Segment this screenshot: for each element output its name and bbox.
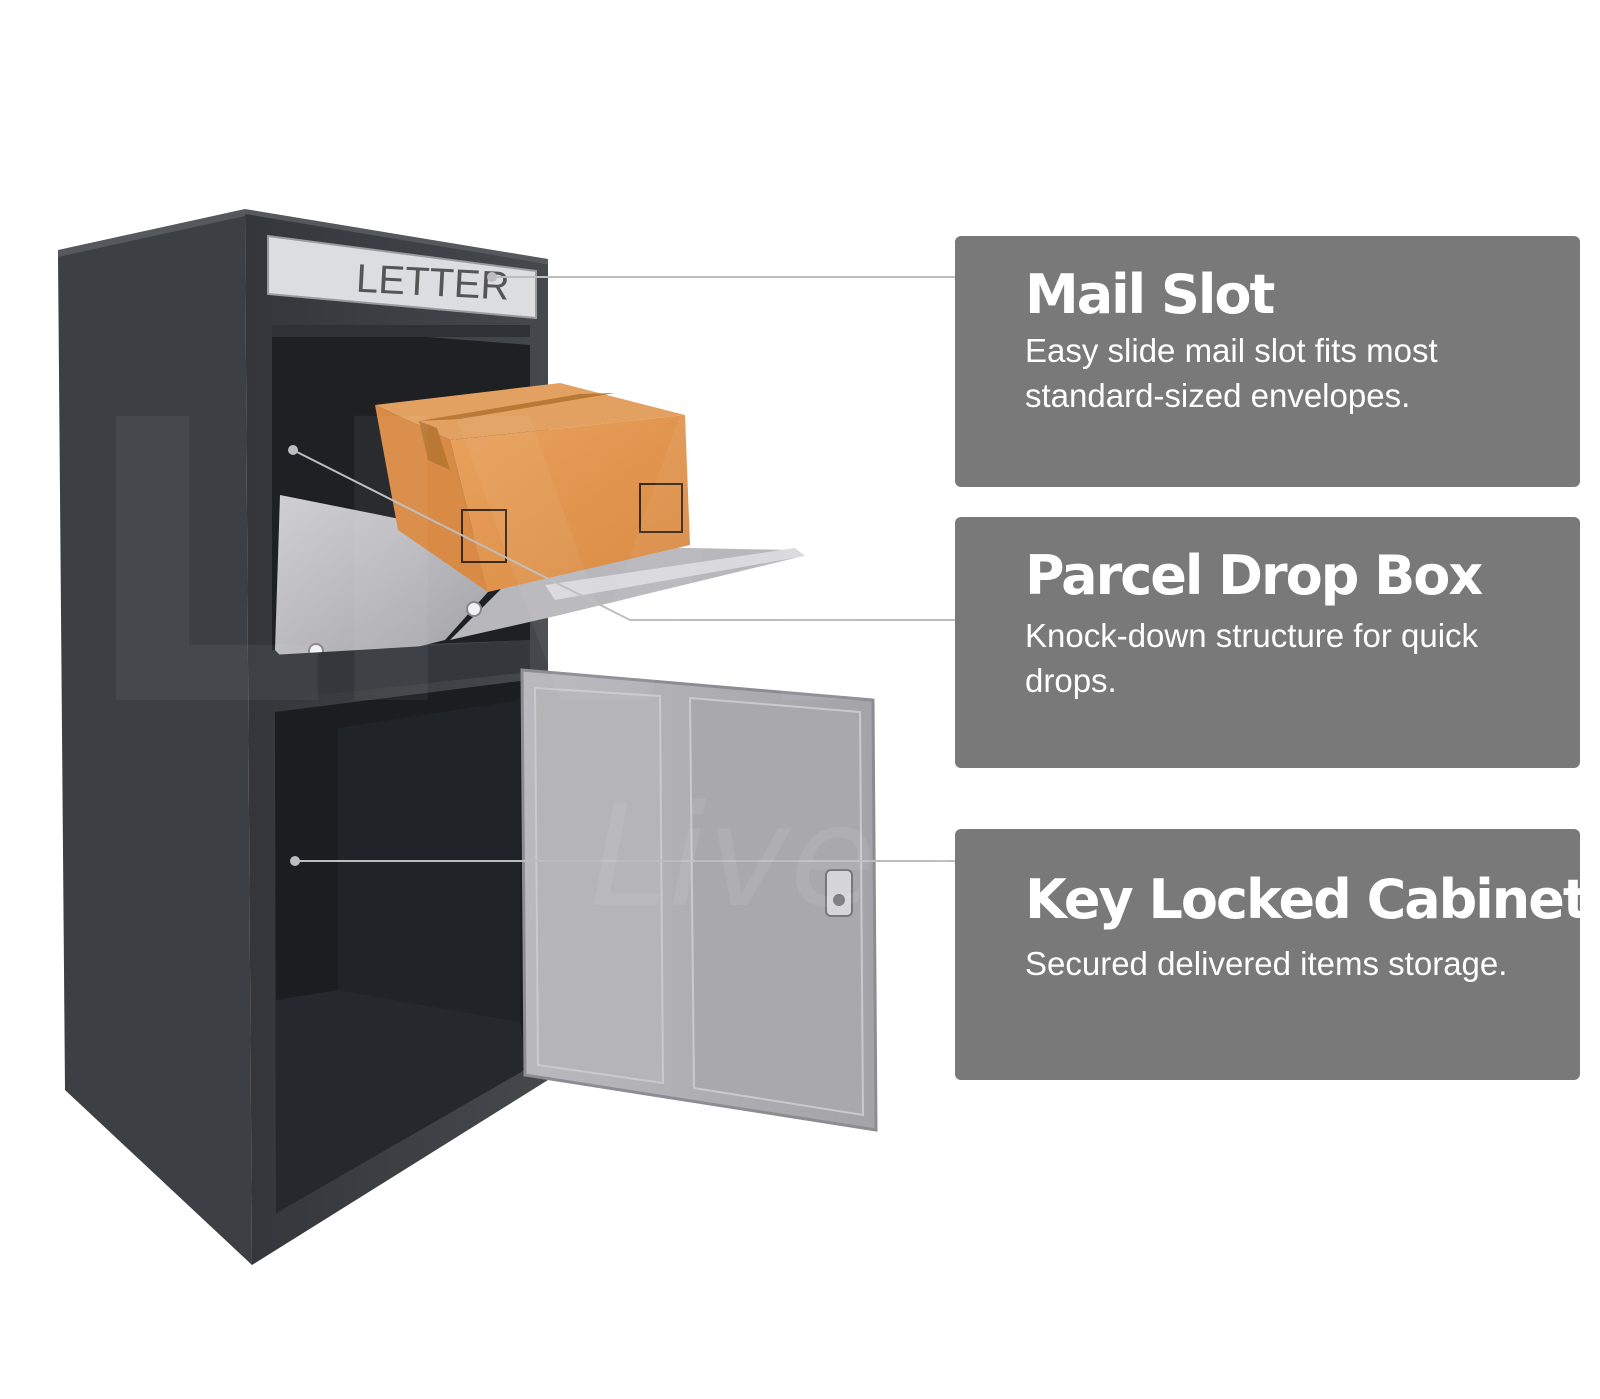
callout-mail-slot: Mail Slot Easy slide mail slot fits most… — [955, 236, 1580, 487]
parcel-box-top — [375, 383, 685, 440]
fragile-icon — [639, 483, 683, 533]
cabinet-top-edge — [58, 209, 548, 264]
callout-title-parcel-drop-box: Parcel Drop Box — [1025, 544, 1483, 607]
leader-dot-mail-slot — [487, 272, 497, 282]
parcel-box-front-face — [450, 415, 690, 592]
callout-parcel-drop-box: Parcel Drop Box Knock-down structure for… — [955, 517, 1580, 768]
compartment-divider — [272, 640, 530, 700]
leader-dot-parcel-drop — [288, 445, 298, 455]
cabinet-side-panel — [58, 214, 252, 1265]
flap-rivet-1 — [466, 601, 482, 617]
door-panel-left — [533, 686, 665, 1085]
parcel-tape-front — [419, 421, 450, 470]
callout-description-mail-slot: Easy slide mail slot fits most standard-… — [1025, 332, 1438, 414]
callout-key-locked-cabinet: Key Locked Cabinet Secured delivered ite… — [955, 829, 1589, 1080]
callout-description-parcel-drop-box: Knock-down structure for quick drops. — [1025, 617, 1479, 699]
callout-description-key-locked-cabinet: Secured delivered items storage. — [1025, 945, 1508, 982]
callout-title-mail-slot: Mail Slot — [1025, 263, 1275, 326]
letter-slot-label: LETTER — [355, 257, 510, 309]
parcel-inner-rail — [272, 325, 530, 337]
letter-slot-plate — [267, 234, 537, 320]
callout-title-key-locked-cabinet: Key Locked Cabinet — [1025, 868, 1589, 931]
parcel-tape — [419, 393, 615, 421]
drop-flap-lip — [545, 548, 805, 600]
door-lock-icon — [825, 869, 853, 917]
leader-line-parcel-drop — [292, 449, 955, 621]
leader-dot-cabinet — [290, 856, 300, 866]
door-lock-keyhole — [833, 894, 845, 906]
parcel-box-left-face — [375, 405, 488, 592]
door-panel-right — [688, 696, 865, 1117]
cabinet-interior-floor — [276, 990, 528, 1213]
